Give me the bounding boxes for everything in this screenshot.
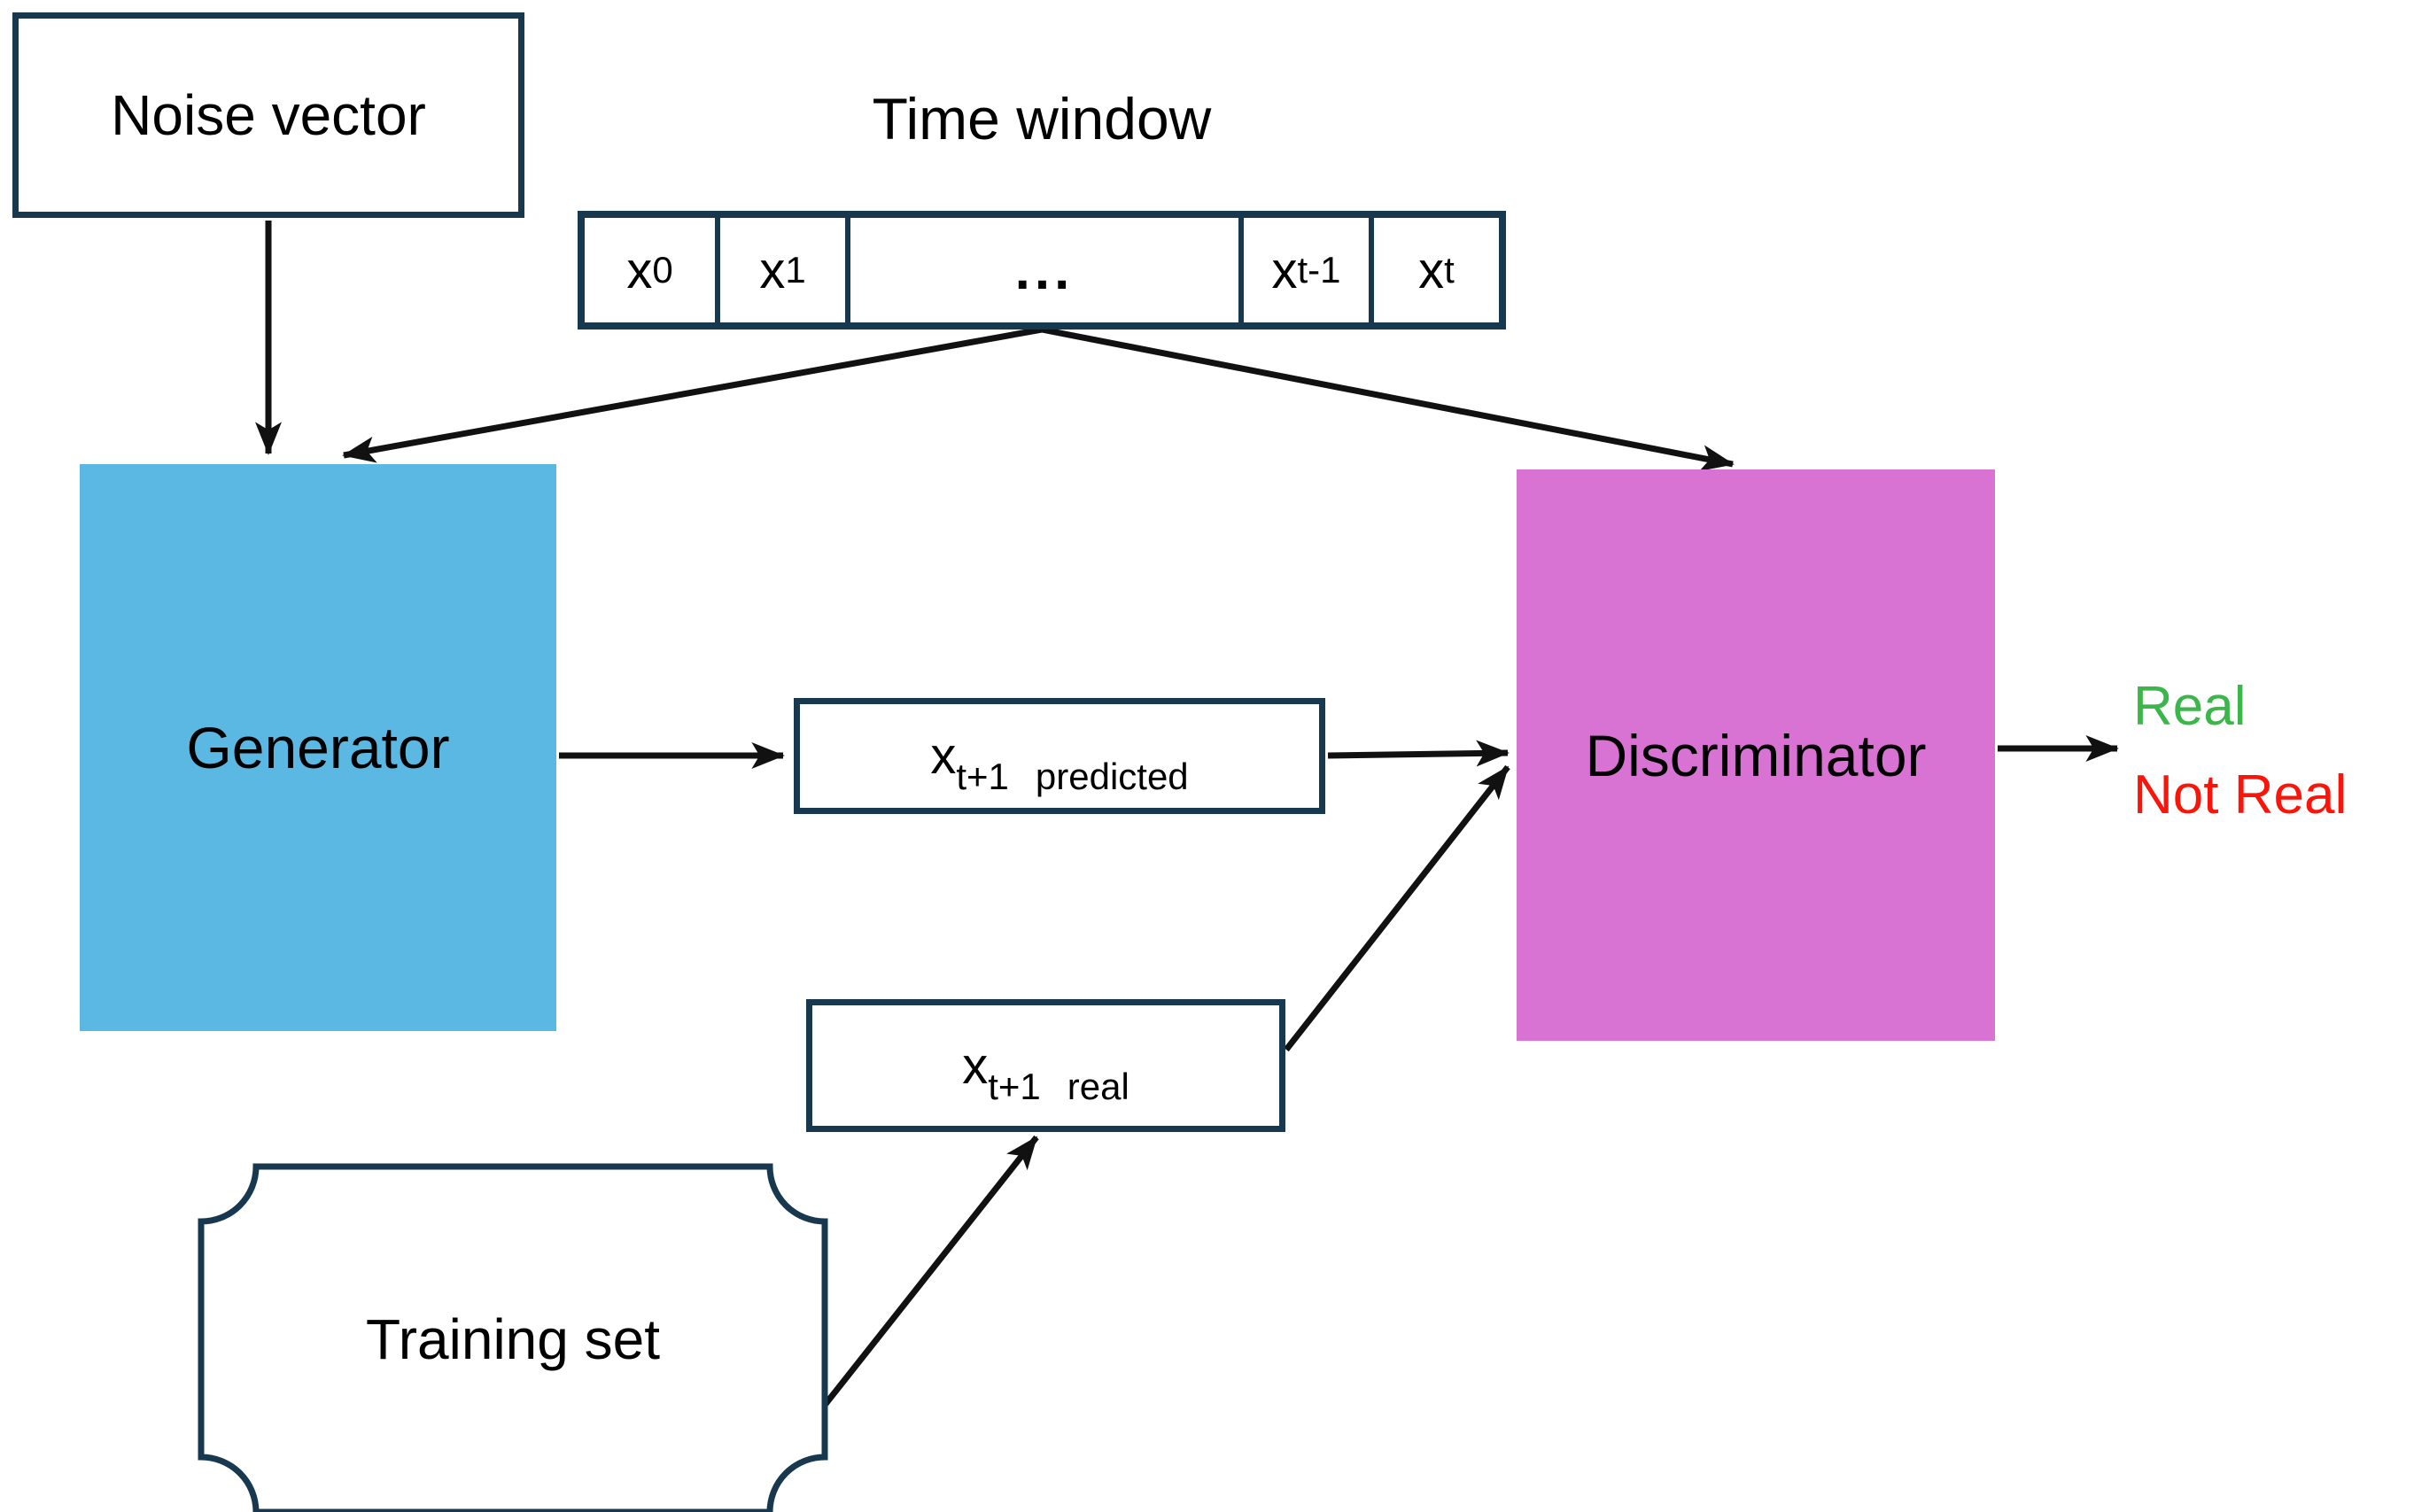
output-labels: Real Not Real xyxy=(2133,663,2347,840)
arrow-timewindow-to-discriminator xyxy=(1041,326,1735,471)
output-not-real-label: Not Real xyxy=(2133,764,2348,826)
training-set-label: Training set xyxy=(366,1307,660,1371)
arrow-predicted-to-discriminator xyxy=(1327,740,1510,767)
arrow-timewindow-to-generator xyxy=(342,326,1043,463)
arrow-training-to-real xyxy=(823,1135,1039,1407)
time-window-title: Time window xyxy=(872,86,1212,151)
discriminator-box: Discriminator xyxy=(1517,469,1995,1041)
noise-vector-label: Noise vector xyxy=(111,83,426,147)
generator-box: Generator xyxy=(80,464,556,1031)
noise-vector-box: Noise vector xyxy=(12,12,524,218)
time-window-cell-ellipsis: ... xyxy=(845,218,1238,322)
training-set-plaque-outline xyxy=(198,1163,828,1512)
output-real-label: Real xyxy=(2133,676,2247,737)
discriminator-label: Discriminator xyxy=(1585,722,1927,788)
training-set-shape: Training set xyxy=(198,1163,828,1512)
generator-label: Generator xyxy=(186,715,450,780)
